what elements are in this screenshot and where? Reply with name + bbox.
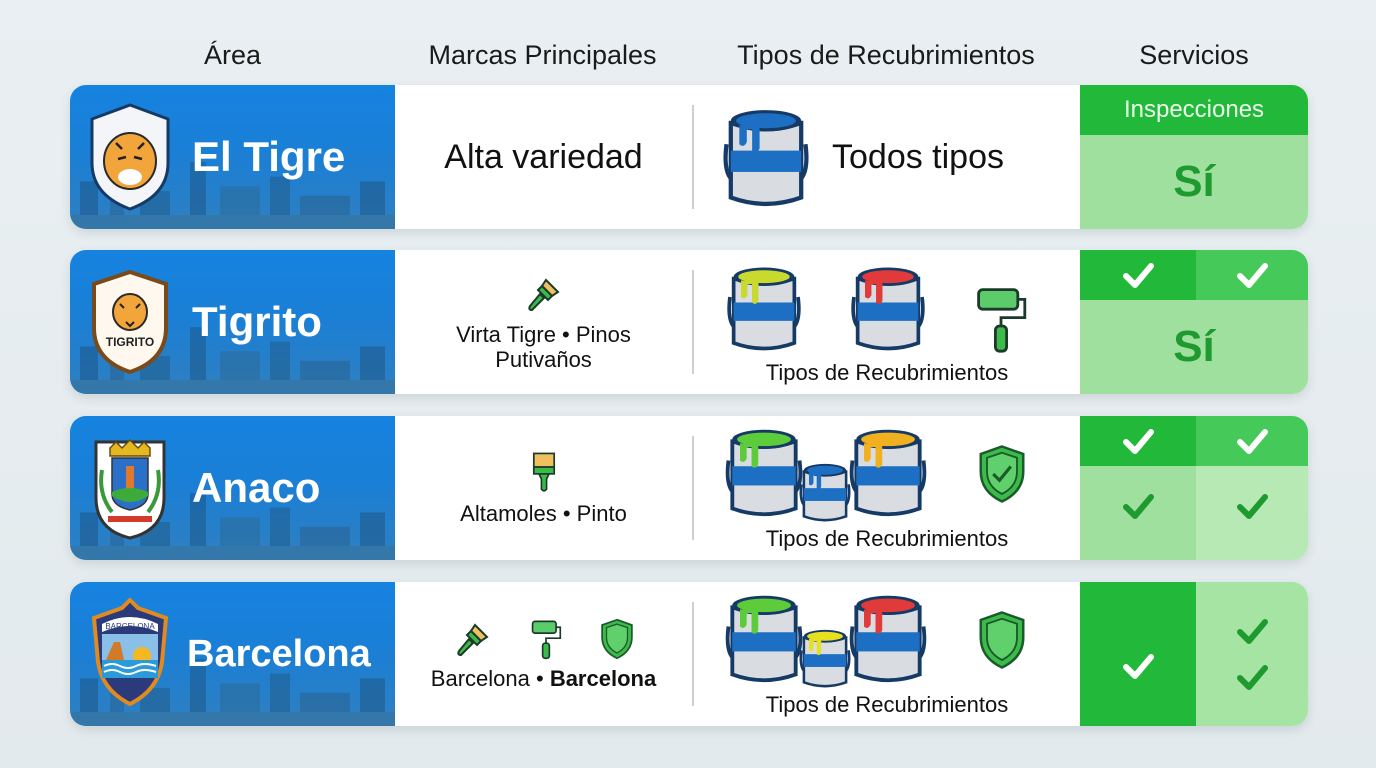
area-cell: Anaco bbox=[70, 416, 395, 560]
check-icon bbox=[1118, 486, 1158, 526]
column-divider bbox=[692, 602, 694, 706]
paintbrush-icon bbox=[453, 618, 493, 660]
header-brands: Marcas Principales bbox=[428, 40, 657, 70]
shield-icon bbox=[976, 610, 1028, 670]
coatings-cell: Tipos de Recubrimientos bbox=[694, 582, 1080, 726]
table-row-anaco: Anaco Altamoles • Pinto Tipos de Recubri… bbox=[70, 416, 1308, 560]
service-check-1 bbox=[1080, 416, 1196, 466]
check-icon bbox=[1118, 646, 1158, 686]
check-icon bbox=[1232, 421, 1272, 461]
brands-line-2: Putivaños bbox=[495, 347, 592, 372]
service-check-2 bbox=[1196, 416, 1308, 466]
services-header-inspecciones: Inspecciones bbox=[1080, 85, 1308, 135]
check-icon bbox=[1118, 421, 1158, 461]
service-check-4 bbox=[1196, 466, 1308, 560]
services-cell: Inspecciones Sí bbox=[1080, 85, 1308, 229]
area-cell: BARCELONA Barcelona bbox=[70, 582, 395, 726]
anaco-coat-of-arms-icon bbox=[94, 438, 166, 540]
coatings-label: Tipos de Recubrimientos bbox=[765, 360, 1009, 385]
services-cell bbox=[1080, 416, 1308, 560]
paint-bucket-orange-icon bbox=[842, 424, 934, 520]
check-icon bbox=[1232, 657, 1272, 697]
brands-cell: Barcelona • Barcelona bbox=[395, 582, 692, 726]
brands-text: Altamoles • Pinto bbox=[460, 500, 627, 526]
brands-cell: Alta variedad bbox=[395, 85, 692, 229]
coatings-label: Tipos de Recubrimientos bbox=[765, 526, 1009, 551]
column-divider bbox=[692, 270, 694, 374]
header-services: Servicios bbox=[1139, 40, 1249, 70]
service-check-2 bbox=[1196, 250, 1308, 300]
area-cell: El Tigre bbox=[70, 85, 395, 229]
coatings-cell: Tipos de Recubrimientos bbox=[694, 250, 1080, 394]
brands-line-1: Virta Tigre • Pinos bbox=[456, 322, 631, 347]
services-value: Sí bbox=[1080, 300, 1308, 394]
table-row-tigrito: TIGRITO Tigrito Virta Tigre • Pinos Puti… bbox=[70, 250, 1308, 394]
column-divider bbox=[692, 436, 694, 540]
services-cell: Sí bbox=[1080, 250, 1308, 394]
check-icon bbox=[1232, 486, 1272, 526]
check-icon bbox=[1118, 255, 1158, 295]
services-value: Sí bbox=[1080, 135, 1308, 229]
brands-cell: Virta Tigre • Pinos Putivaños bbox=[395, 250, 692, 394]
brands-text: Barcelona • Barcelona bbox=[430, 665, 657, 691]
header-coatings: Tipos de Recubrimientos bbox=[737, 40, 1035, 70]
area-name: Anaco bbox=[192, 464, 321, 511]
coatings-cell: Todos tipos bbox=[694, 85, 1080, 229]
paint-roller-icon bbox=[529, 618, 563, 660]
paintbrush-icon bbox=[524, 272, 564, 316]
shield-check-icon bbox=[976, 444, 1028, 504]
coatings-cell: Tipos de Recubrimientos bbox=[694, 416, 1080, 560]
paintbrush-icon bbox=[527, 451, 561, 495]
shield-icon bbox=[599, 618, 635, 660]
tigrito-shield-icon: TIGRITO bbox=[92, 269, 168, 375]
area-cell: TIGRITO Tigrito bbox=[70, 250, 395, 394]
table-header: Área Marcas Principales Tipos de Recubri… bbox=[0, 40, 1376, 80]
check-icon bbox=[1232, 611, 1272, 651]
table-row-barcelona: BARCELONA Barcelona Barcelona • Barcelon… bbox=[70, 582, 1308, 726]
barcelona-shield-icon: BARCELONA bbox=[91, 598, 169, 706]
coatings-text: Todos tipos bbox=[832, 137, 1004, 176]
brands-text: Alta variedad bbox=[444, 137, 643, 176]
service-checks-2 bbox=[1196, 582, 1308, 726]
paint-bucket-red-icon bbox=[842, 590, 934, 686]
service-check-1 bbox=[1080, 582, 1196, 726]
area-name: Tigrito bbox=[192, 298, 322, 345]
tiger-shield-icon bbox=[90, 103, 170, 211]
service-check-1 bbox=[1080, 250, 1196, 300]
area-name: Barcelona bbox=[187, 632, 371, 675]
coatings-label: Tipos de Recubrimientos bbox=[765, 692, 1009, 717]
check-icon bbox=[1232, 255, 1272, 295]
brands-cell: Altamoles • Pinto bbox=[395, 416, 692, 560]
svg-text:TIGRITO: TIGRITO bbox=[106, 335, 154, 349]
header-area: Área bbox=[203, 40, 262, 70]
paint-bucket-blue-icon bbox=[718, 103, 814, 211]
paint-roller-icon bbox=[966, 284, 1036, 354]
paint-bucket-red-icon bbox=[842, 262, 934, 354]
column-divider bbox=[692, 105, 694, 209]
svg-text:BARCELONA: BARCELONA bbox=[105, 622, 155, 631]
area-name: El Tigre bbox=[192, 133, 346, 180]
services-cell bbox=[1080, 582, 1308, 726]
paint-bucket-yellow-icon bbox=[718, 262, 810, 354]
service-check-3 bbox=[1080, 466, 1196, 560]
table-row-el-tigre: El Tigre Alta variedad Todos tipos Inspe… bbox=[70, 85, 1308, 229]
